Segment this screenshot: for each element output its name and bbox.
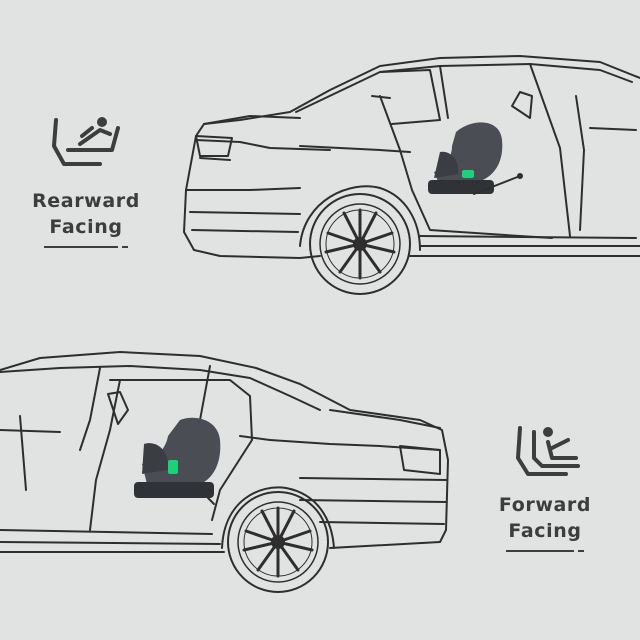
bottom-child-seat: [134, 417, 221, 505]
top-car-outline: [183, 55, 640, 259]
forward-seat-icon: [516, 426, 580, 476]
bottom-car-outline: [0, 351, 449, 553]
forward-facing-label: Forward Facing: [486, 492, 604, 552]
forward-underline: [486, 550, 604, 552]
underline-segment: [506, 550, 574, 552]
top-car-wheel: [309, 193, 411, 295]
bottom-car-wheel: [227, 491, 329, 593]
forward-label-line1: Forward: [498, 494, 592, 516]
top-child-seat: [428, 122, 523, 195]
underline-dash: [578, 550, 584, 552]
rearward-label-line2: Facing: [49, 216, 123, 238]
underline-dash: [122, 246, 128, 248]
rearward-label-line1: Rearward: [32, 190, 140, 212]
underline-segment: [44, 246, 118, 248]
forward-label-line2: Facing: [508, 520, 582, 542]
rearward-underline: [22, 246, 150, 248]
rearward-seat-icon: [52, 117, 120, 166]
rearward-facing-label: Rearward Facing: [22, 188, 150, 248]
